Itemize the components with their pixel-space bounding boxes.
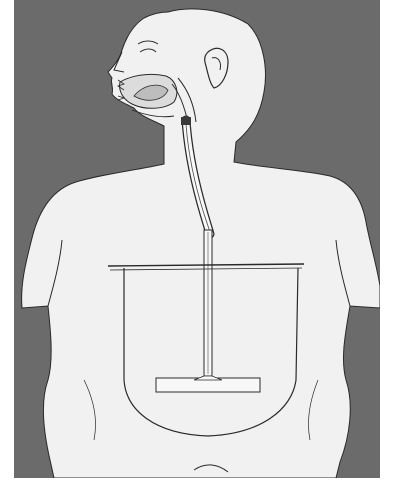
tube-connector — [181, 117, 191, 125]
diagram-frame — [14, 0, 380, 478]
body-illustration — [14, 0, 380, 478]
